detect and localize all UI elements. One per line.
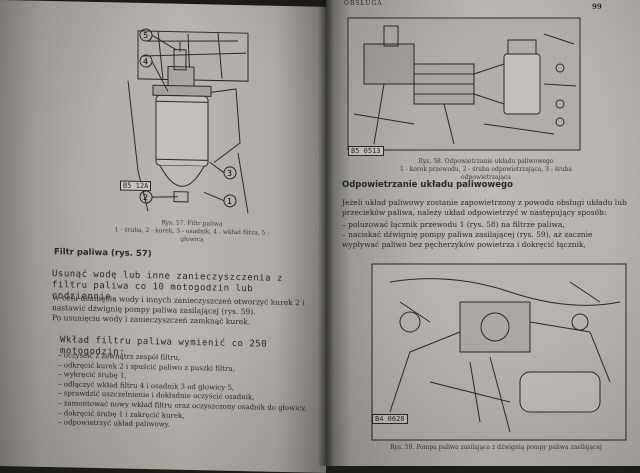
figure-59-caption: Rys. 59. Pompa paliwa zasilająca z dźwig… [390, 444, 602, 451]
list-item: naciskać dźwignię pompy paliwa zasilając… [342, 230, 628, 250]
fuel-filter-drain-paragraph: W celu usunięcia wody i innych zanieczys… [52, 293, 314, 328]
page-number: 99 [592, 2, 602, 11]
callout-4: 4 [143, 57, 148, 66]
list-item: poluzować łącznik przewodu 1 (rys. 58) n… [342, 220, 628, 230]
callout-3: 3 [227, 169, 232, 178]
fuel-system-bleeding-figure [347, 17, 581, 151]
left-page: 5 4 3 2 1 B5 12A Rys. 57. Filtr paliwa 1… [0, 0, 326, 473]
callout-1: 1 [227, 197, 232, 206]
figure-58-caption-text: 1 - korek przewodu, 2 - śruba odpowietrz… [400, 166, 572, 181]
figure-58-caption-title: Rys. 58. Odpowietrzanie układu paliwoweg… [418, 158, 554, 165]
fuel-pump-figure [371, 263, 627, 441]
page-header: OBSŁUGA [344, 0, 383, 7]
book-spine [318, 0, 334, 466]
fuel-filter-figure: 5 4 3 2 1 [127, 28, 249, 214]
cartridge-replacement-steps: oczyścić z zewnątrz zespół filtru, odkrę… [58, 351, 316, 433]
fuel-filter-heading: Filtr paliwa (rys. 57) [54, 247, 152, 260]
fuel-bleeding-steps: poluzować łącznik przewodu 1 (rys. 58) n… [342, 220, 628, 250]
fuel-bleeding-heading: Odpowietrzanie układu paliwowego [342, 180, 513, 190]
fuel-bleeding-intro: Jeżeli układ paliwowy zostanie zapowietr… [342, 198, 627, 217]
figure-59-tag: B4 0628 [372, 414, 408, 424]
figure-57-caption-text: 1 - śruba, 2 - korek, 3 - osadnik, 4 - w… [114, 226, 270, 244]
figure-58-tag: B5 0513 [348, 146, 384, 156]
callout-5: 5 [143, 31, 148, 40]
right-page: OBSŁUGA 99 B5 0513 Rys. 58. Odpowietrzan… [326, 0, 640, 466]
figure-58-caption: Rys. 58. Odpowietrzanie układu paliwoweg… [386, 158, 586, 182]
callout-2: 2 [143, 193, 148, 202]
figure-57-tag: B5 12A [120, 180, 152, 192]
figure-57-caption: Rys. 57. Filtr paliwa 1 - śruba, 2 - kor… [112, 218, 272, 245]
